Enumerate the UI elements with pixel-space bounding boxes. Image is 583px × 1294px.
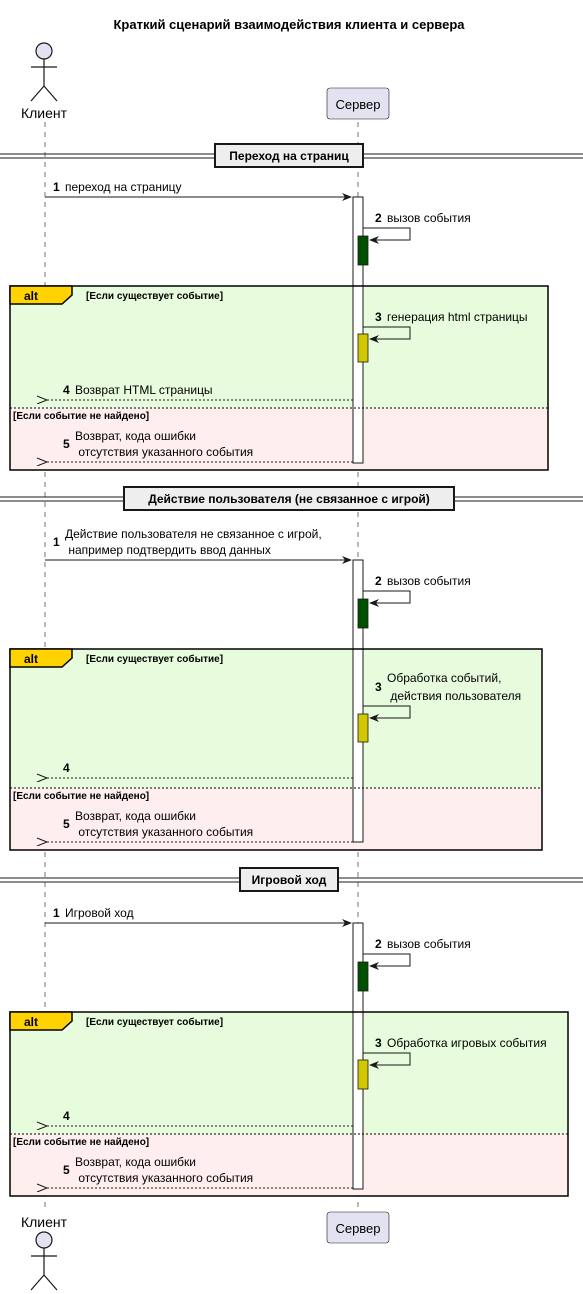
step-number: 1 — [53, 180, 60, 194]
alt-false-region — [10, 788, 542, 850]
alt-guard-true: [Если существует событие] — [86, 1016, 223, 1028]
section-3: Игровой ход 1 Игровой ход 2 вызов события alt… — [0, 867, 583, 1197]
server-participant-top: Сервер — [326, 87, 390, 120]
step-number: 5 — [63, 817, 70, 831]
server-label-bottom: Сервер — [335, 1221, 380, 1236]
step-number: 3 — [375, 1036, 382, 1050]
reply-error-label-line-0: Возврат, кода ошибки — [75, 1155, 196, 1169]
step-number: 1 — [53, 535, 60, 549]
request-label-line-0: Действие пользователя не связанное с игр… — [65, 527, 322, 541]
client-label-bottom: Клиент — [21, 1214, 68, 1230]
server-label-top: Сервер — [335, 97, 380, 112]
event-activation — [357, 598, 369, 629]
handler-call-label-line-0: Обработка событий, — [387, 671, 501, 685]
step-number: 3 — [375, 310, 382, 324]
server-activation-bar — [352, 559, 364, 843]
self-call-arrow — [363, 227, 411, 244]
alt-false-region — [10, 1134, 568, 1196]
alt-frame — [9, 648, 543, 851]
self-call-label-line-0: вызов события — [387, 211, 471, 225]
alt-frame — [9, 285, 549, 471]
step-number: 5 — [63, 1163, 70, 1177]
stick-figure-icon — [30, 42, 58, 102]
client-label-top: Клиент — [21, 105, 68, 121]
alt-keyword: alt — [24, 652, 38, 666]
alt-keyword: alt — [24, 1015, 38, 1029]
alt-guard-false: [Если событие не найдено] — [13, 1136, 149, 1148]
handler-call-label-line-0: генерация html страницы — [387, 310, 528, 324]
self-call-label-line-0: вызов события — [387, 574, 471, 588]
handler-activation — [357, 713, 369, 743]
reply-error-label-line-0: Возврат, кода ошибки — [75, 429, 196, 443]
step-number: 2 — [375, 574, 382, 588]
section-2: Действие пользователя (не связанное с иг… — [0, 486, 583, 851]
handler-activation — [357, 333, 369, 363]
server-activation-bar — [352, 922, 364, 1190]
client-actor-bottom: Клиент — [21, 1214, 68, 1291]
handler-call-arrow — [363, 1052, 411, 1069]
self-call-label-line-0: вызов события — [387, 937, 471, 951]
server-activation-bar — [352, 196, 364, 464]
step-number: 5 — [63, 437, 70, 451]
server-participant-bottom: Сервер — [326, 1211, 390, 1244]
step-number: 2 — [375, 937, 382, 951]
divider-box — [239, 867, 339, 892]
divider-label: Игровой ход — [252, 873, 327, 887]
alt-guard-false: [Если событие не найдено] — [13, 790, 149, 802]
alt-frame — [9, 1011, 569, 1197]
self-call-arrow — [363, 590, 411, 607]
handler-call-arrow — [363, 326, 411, 343]
request-label-line-1: например подтвердить ввод данных — [65, 543, 271, 557]
step-number: 3 — [375, 680, 382, 694]
alt-guard-false: [Если событие не найдено] — [13, 410, 149, 422]
step-number: 4 — [63, 1109, 70, 1123]
alt-tab — [9, 648, 73, 668]
divider-box — [123, 486, 455, 511]
reply-error-label-line-0: Возврат, кода ошибки — [75, 809, 196, 823]
alt-true-region — [10, 286, 548, 408]
event-activation — [357, 235, 369, 266]
handler-activation — [357, 1059, 369, 1090]
step-number: 1 — [53, 906, 60, 920]
reply-error-label-line-1: отсутствия указанного события — [75, 825, 253, 839]
alt-keyword: alt — [24, 289, 38, 303]
reply-error-label-line-1: отсутствия указанного события — [75, 445, 253, 459]
divider-label: Переход на страниц — [229, 149, 349, 163]
client-actor-top: Клиент — [21, 42, 68, 121]
alt-true-region — [10, 649, 542, 788]
handler-call-label-line-1: действия пользователя — [387, 689, 521, 703]
reply-error-label-line-1: отсутствия указанного события — [75, 1171, 253, 1185]
request-label-line-0: переход на страницу — [65, 180, 182, 194]
alt-true-region — [10, 1012, 568, 1134]
step-number: 4 — [63, 383, 70, 397]
alt-guard-true: [Если существует событие] — [86, 653, 223, 665]
request-label-line-0: Игровой ход — [65, 906, 134, 920]
event-activation — [357, 961, 369, 992]
step-number: 2 — [375, 211, 382, 225]
reply-ok-label-line-0: Возврат HTML страницы — [75, 383, 213, 397]
alt-false-region — [10, 408, 548, 470]
handler-call-arrow — [363, 705, 411, 722]
alt-tab — [9, 285, 73, 305]
handler-call-label-line-0: Обработка игровых события — [387, 1036, 547, 1050]
divider-box — [214, 143, 364, 168]
alt-tab — [9, 1011, 73, 1031]
alt-guard-true: [Если существует событие] — [86, 290, 223, 302]
divider-label: Действие пользователя (не связанное с иг… — [148, 492, 430, 506]
diagram-title: Краткий сценарий взаимодействия клиента … — [113, 17, 465, 32]
step-number: 4 — [63, 761, 70, 775]
self-call-arrow — [363, 953, 411, 970]
stick-figure-icon — [30, 1231, 58, 1291]
